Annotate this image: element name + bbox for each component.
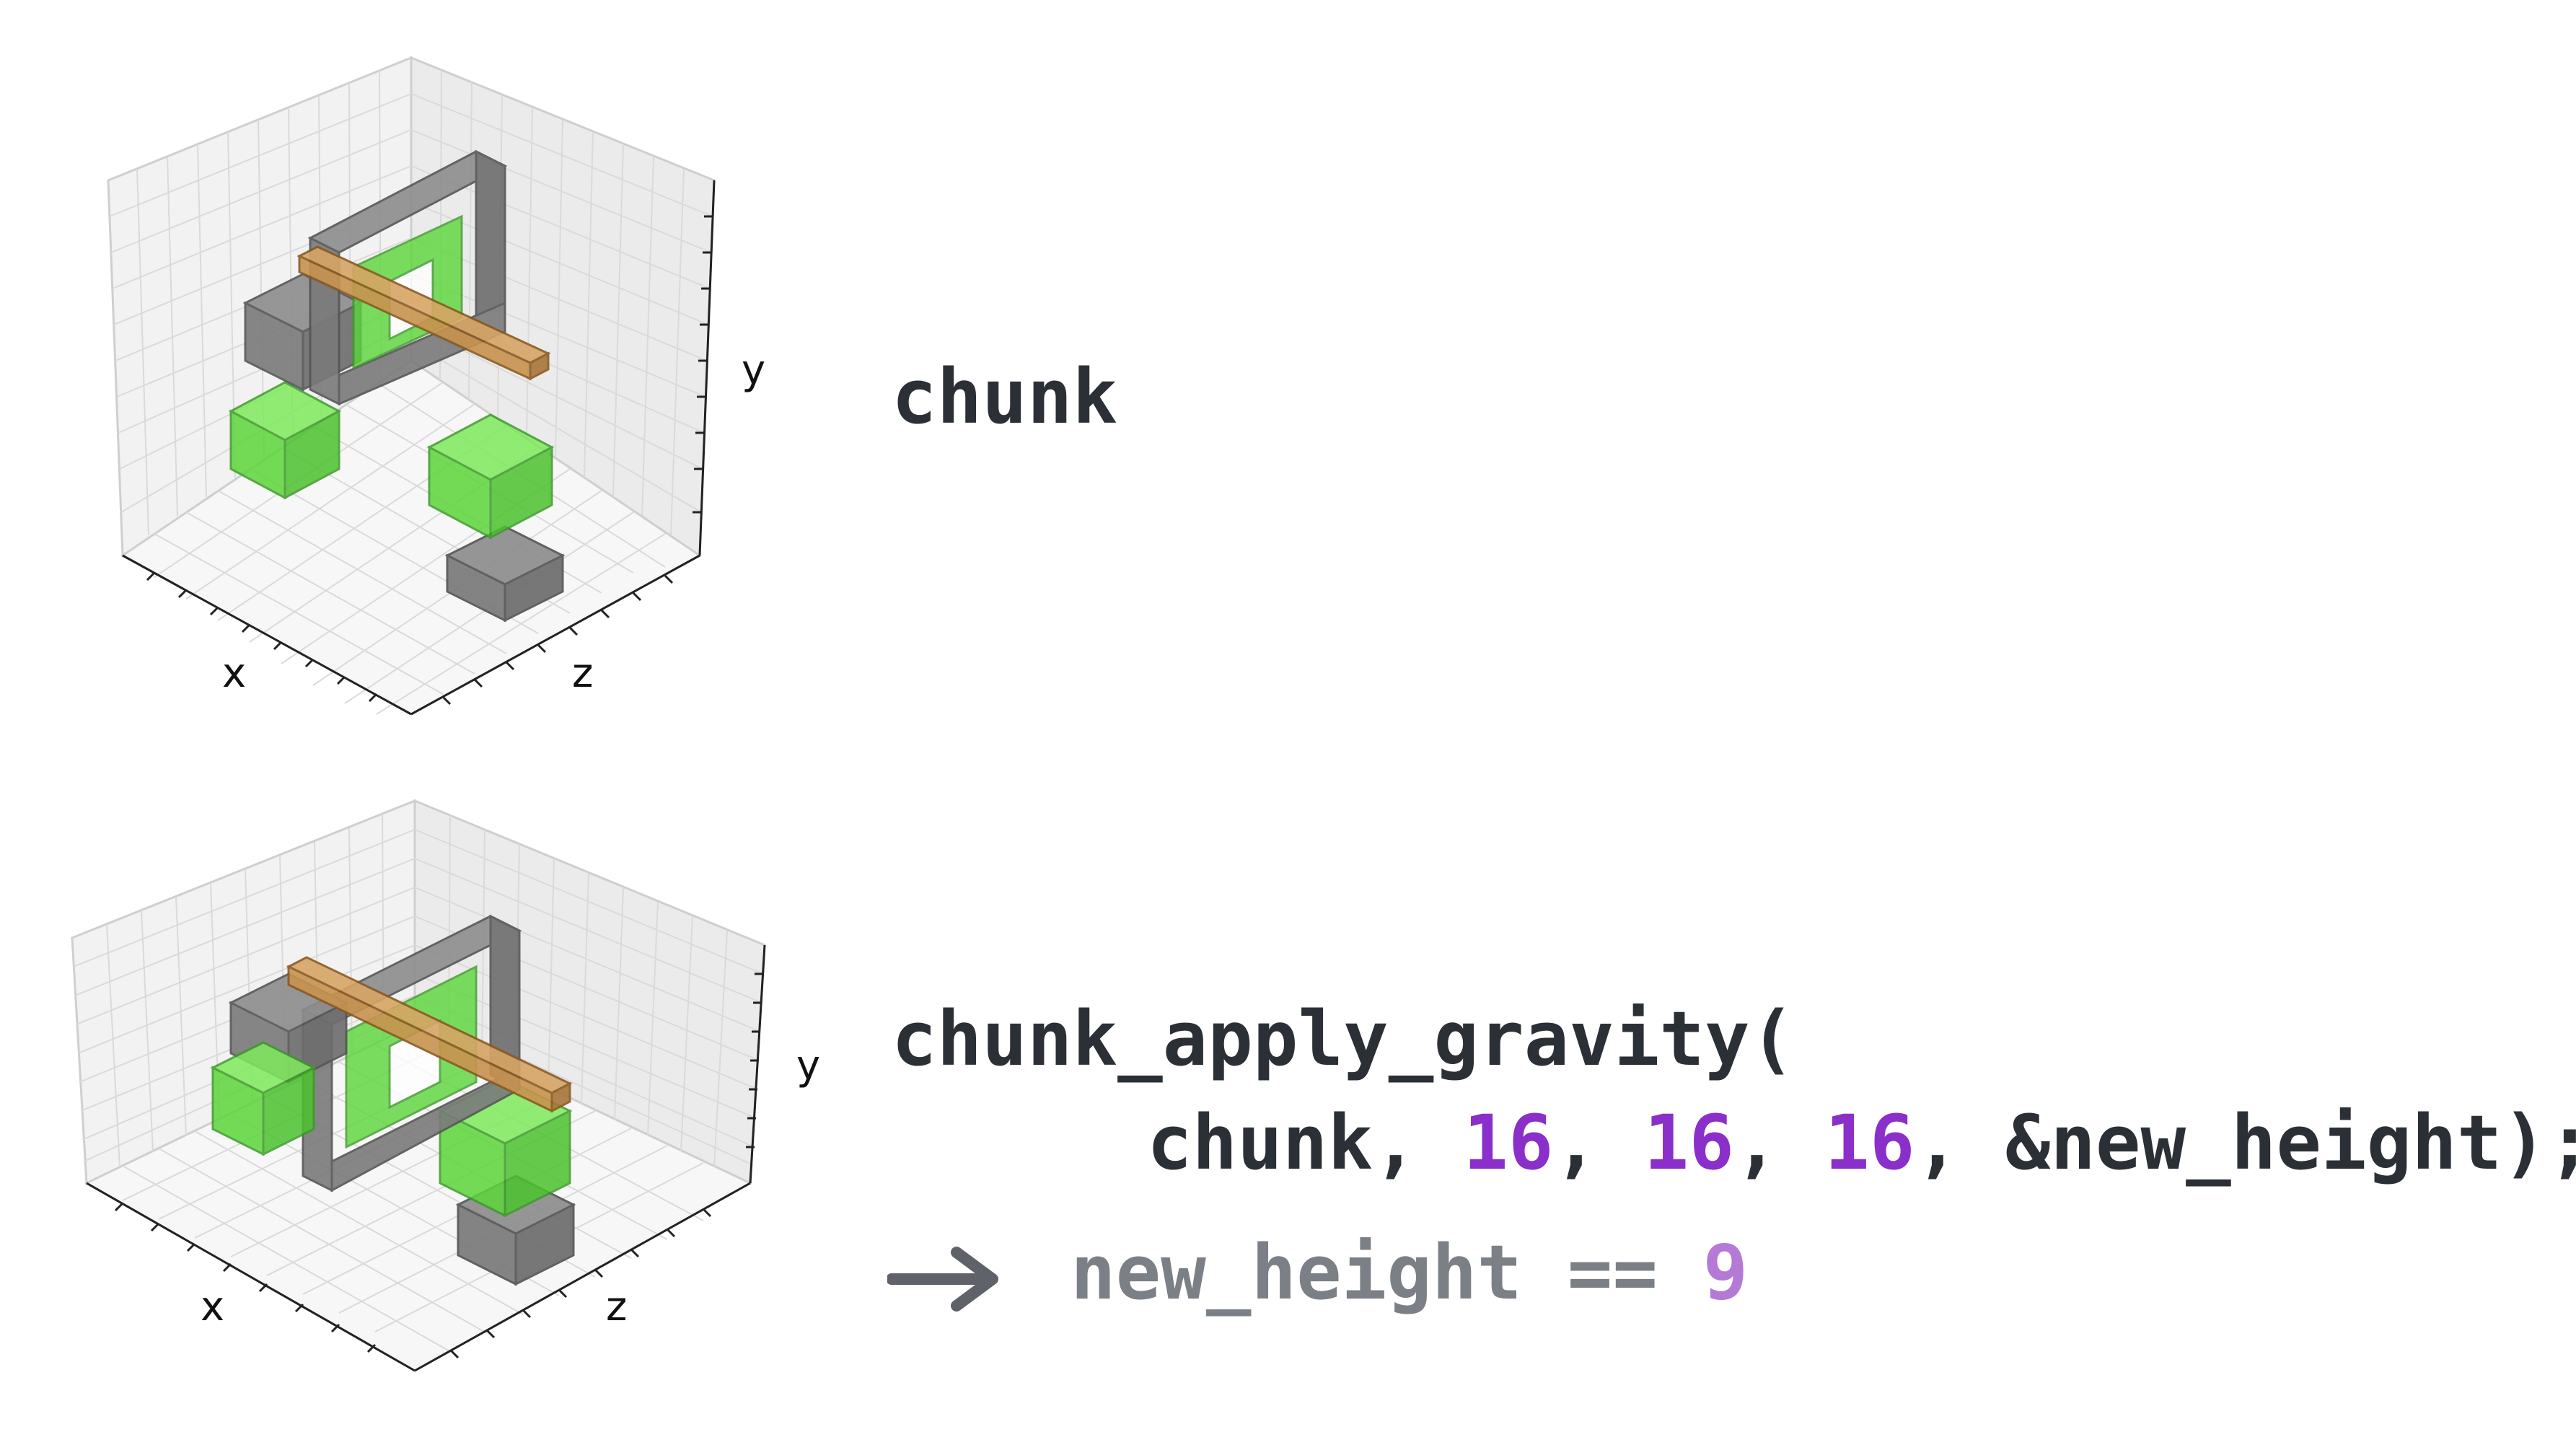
arg-chunk: chunk, xyxy=(1147,1099,1464,1187)
bottom-voxel-plot: x z y xyxy=(71,799,820,1372)
gravity-call-line: chunk_apply_gravity( xyxy=(892,995,1795,1083)
result-line: new_height == 9 xyxy=(1071,1235,1748,1310)
arg-new-height: &new_height); xyxy=(2005,1099,2576,1187)
top-green-cube-right xyxy=(426,413,555,540)
bottom-axis-z-label: z xyxy=(606,1283,627,1330)
right-arrow-icon xyxy=(887,1247,998,1312)
top-green-cube-left xyxy=(228,381,342,500)
top-gray-cube-bottom xyxy=(444,525,566,623)
sep-a: , xyxy=(1553,1099,1644,1187)
top-voxel-plot: x z y xyxy=(107,56,765,716)
gravity-args-line: chunk, 16, 16, 16, &new_height); xyxy=(1147,1105,2576,1180)
bottom-axis-x-label: x xyxy=(201,1283,224,1330)
result-value: 9 xyxy=(1702,1229,1749,1317)
arg-16-a: 16 xyxy=(1463,1099,1554,1187)
bottom-wood-beam xyxy=(286,956,573,1113)
top-axis-z-label: z xyxy=(572,650,593,697)
bottom-axis-y-label: y xyxy=(796,1042,820,1089)
sep-c: , xyxy=(1915,1099,2005,1187)
bottom-green-cube-left xyxy=(210,1041,317,1156)
arg-16-c: 16 xyxy=(1824,1099,1915,1187)
top-axis-x-label: x xyxy=(222,650,246,697)
chunk-label: chunk xyxy=(892,353,1118,441)
sep-b: , xyxy=(1734,1099,1825,1187)
top-wood-beam xyxy=(296,245,551,381)
top-axis-y-label: y xyxy=(742,347,765,394)
arg-16-b: 16 xyxy=(1643,1099,1734,1187)
result-name: new_height == xyxy=(1071,1229,1703,1317)
